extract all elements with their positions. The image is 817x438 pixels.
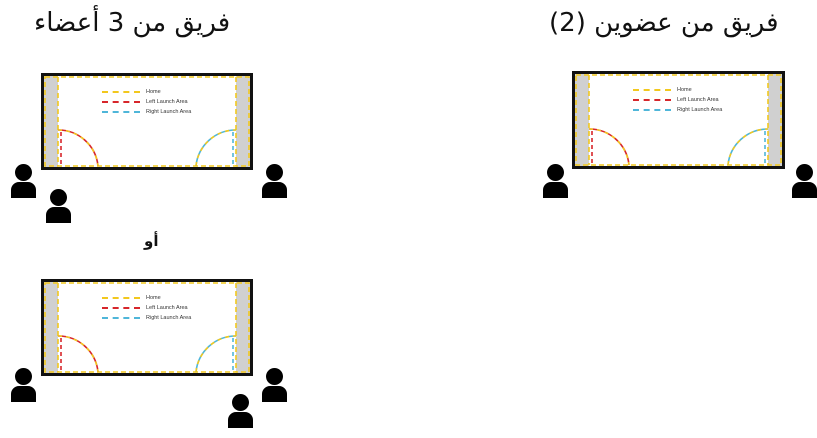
field-diagram-three-member-option-1: Home Left Launch Area Right Launch Area — [41, 73, 253, 170]
legend-item-home: Home — [102, 293, 191, 303]
legend-item-right-launch: Right Launch Area — [102, 313, 191, 323]
field-graphic — [44, 282, 250, 373]
field-diagram-three-member-option-2: Home Left Launch Area Right Launch Area — [41, 279, 253, 376]
person-icon — [11, 164, 36, 198]
or-label: أو — [144, 232, 159, 250]
field-graphic — [575, 74, 782, 166]
legend: Home Left Launch Area Right Launch Area — [102, 293, 191, 323]
heading-two-member-team: فريق من عضوين (2) — [549, 8, 779, 38]
legend-item-home: Home — [633, 85, 722, 95]
person-icon — [228, 394, 253, 428]
person-icon — [262, 368, 287, 402]
field-diagram-two-member: Home Left Launch Area Right Launch Area — [572, 71, 785, 169]
heading-three-member-team: فريق من 3 أعضاء — [34, 8, 231, 38]
legend-item-right-launch: Right Launch Area — [633, 105, 722, 115]
legend-item-left-launch: Left Launch Area — [633, 95, 722, 105]
person-icon — [262, 164, 287, 198]
legend-item-left-launch: Left Launch Area — [102, 97, 191, 107]
person-icon — [543, 164, 568, 198]
legend-item-right-launch: Right Launch Area — [102, 107, 191, 117]
legend-item-home: Home — [102, 87, 191, 97]
person-icon — [792, 164, 817, 198]
person-icon — [11, 368, 36, 402]
legend: Home Left Launch Area Right Launch Area — [102, 87, 191, 117]
legend-item-left-launch: Left Launch Area — [102, 303, 191, 313]
person-icon — [46, 189, 71, 223]
legend: Home Left Launch Area Right Launch Area — [633, 85, 722, 115]
field-graphic — [44, 76, 250, 167]
